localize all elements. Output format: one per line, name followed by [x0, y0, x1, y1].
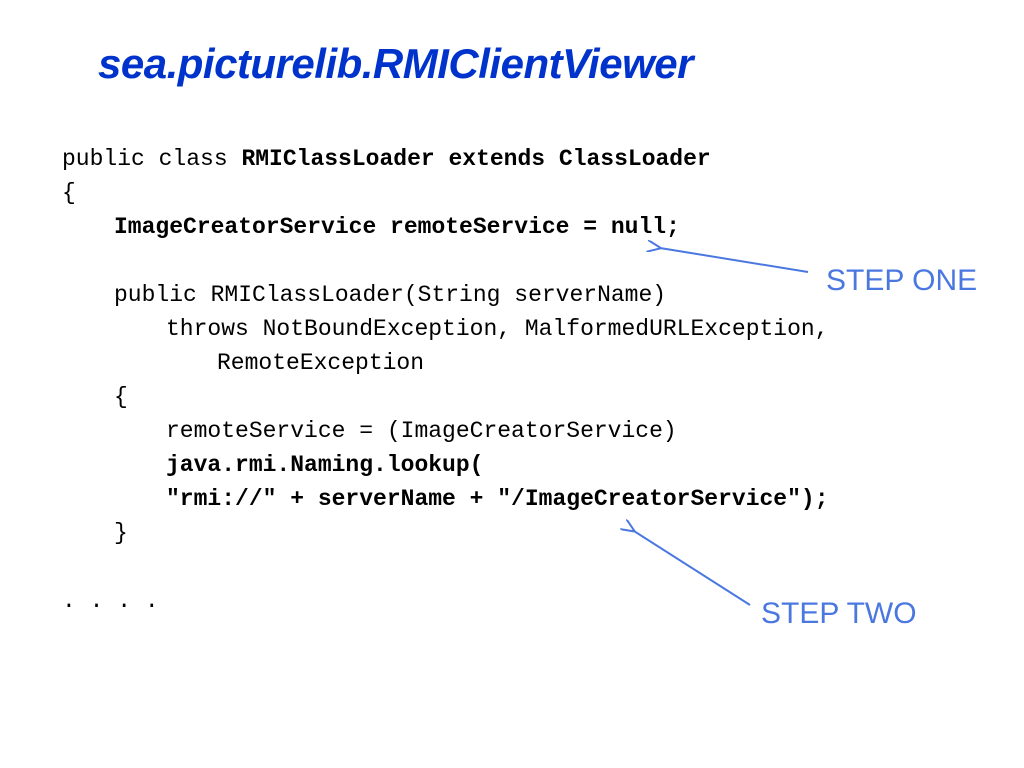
code-line-naming-lookup: java.rmi.Naming.lookup(: [166, 452, 484, 478]
code-line-class-declaration: public class RMIClassLoader extends Clas…: [62, 142, 829, 176]
code-text-bold: RMIClassLoader extends ClassLoader: [241, 146, 711, 172]
code-block: public class RMIClassLoader extends Clas…: [62, 142, 829, 618]
code-line-rmi-url: "rmi://" + serverName + "/ImageCreatorSe…: [166, 486, 829, 512]
code-line-ellipsis: . . . .: [62, 588, 159, 614]
code-line-blank: [62, 550, 829, 584]
step-one-label: STEP ONE: [826, 264, 978, 297]
slide-title: sea.picturelib.RMIClientViewer: [98, 40, 693, 87]
code-line-constructor-close-brace: }: [114, 520, 128, 546]
code-line-constructor-open-brace: {: [114, 384, 128, 410]
step-two-label: STEP TWO: [761, 597, 917, 630]
code-line-blank: [62, 244, 829, 278]
code-line-field-declaration: ImageCreatorService remoteService = null…: [114, 214, 680, 240]
code-text: public class: [62, 146, 242, 172]
code-line-constructor: public RMIClassLoader(String serverName): [114, 282, 667, 308]
code-line-throws: throws NotBoundException, MalformedURLEx…: [166, 316, 829, 342]
code-line-open-brace: {: [62, 180, 76, 206]
code-line-remote-exception: RemoteException: [217, 350, 425, 376]
code-line-assignment: remoteService = (ImageCreatorService): [166, 418, 677, 444]
